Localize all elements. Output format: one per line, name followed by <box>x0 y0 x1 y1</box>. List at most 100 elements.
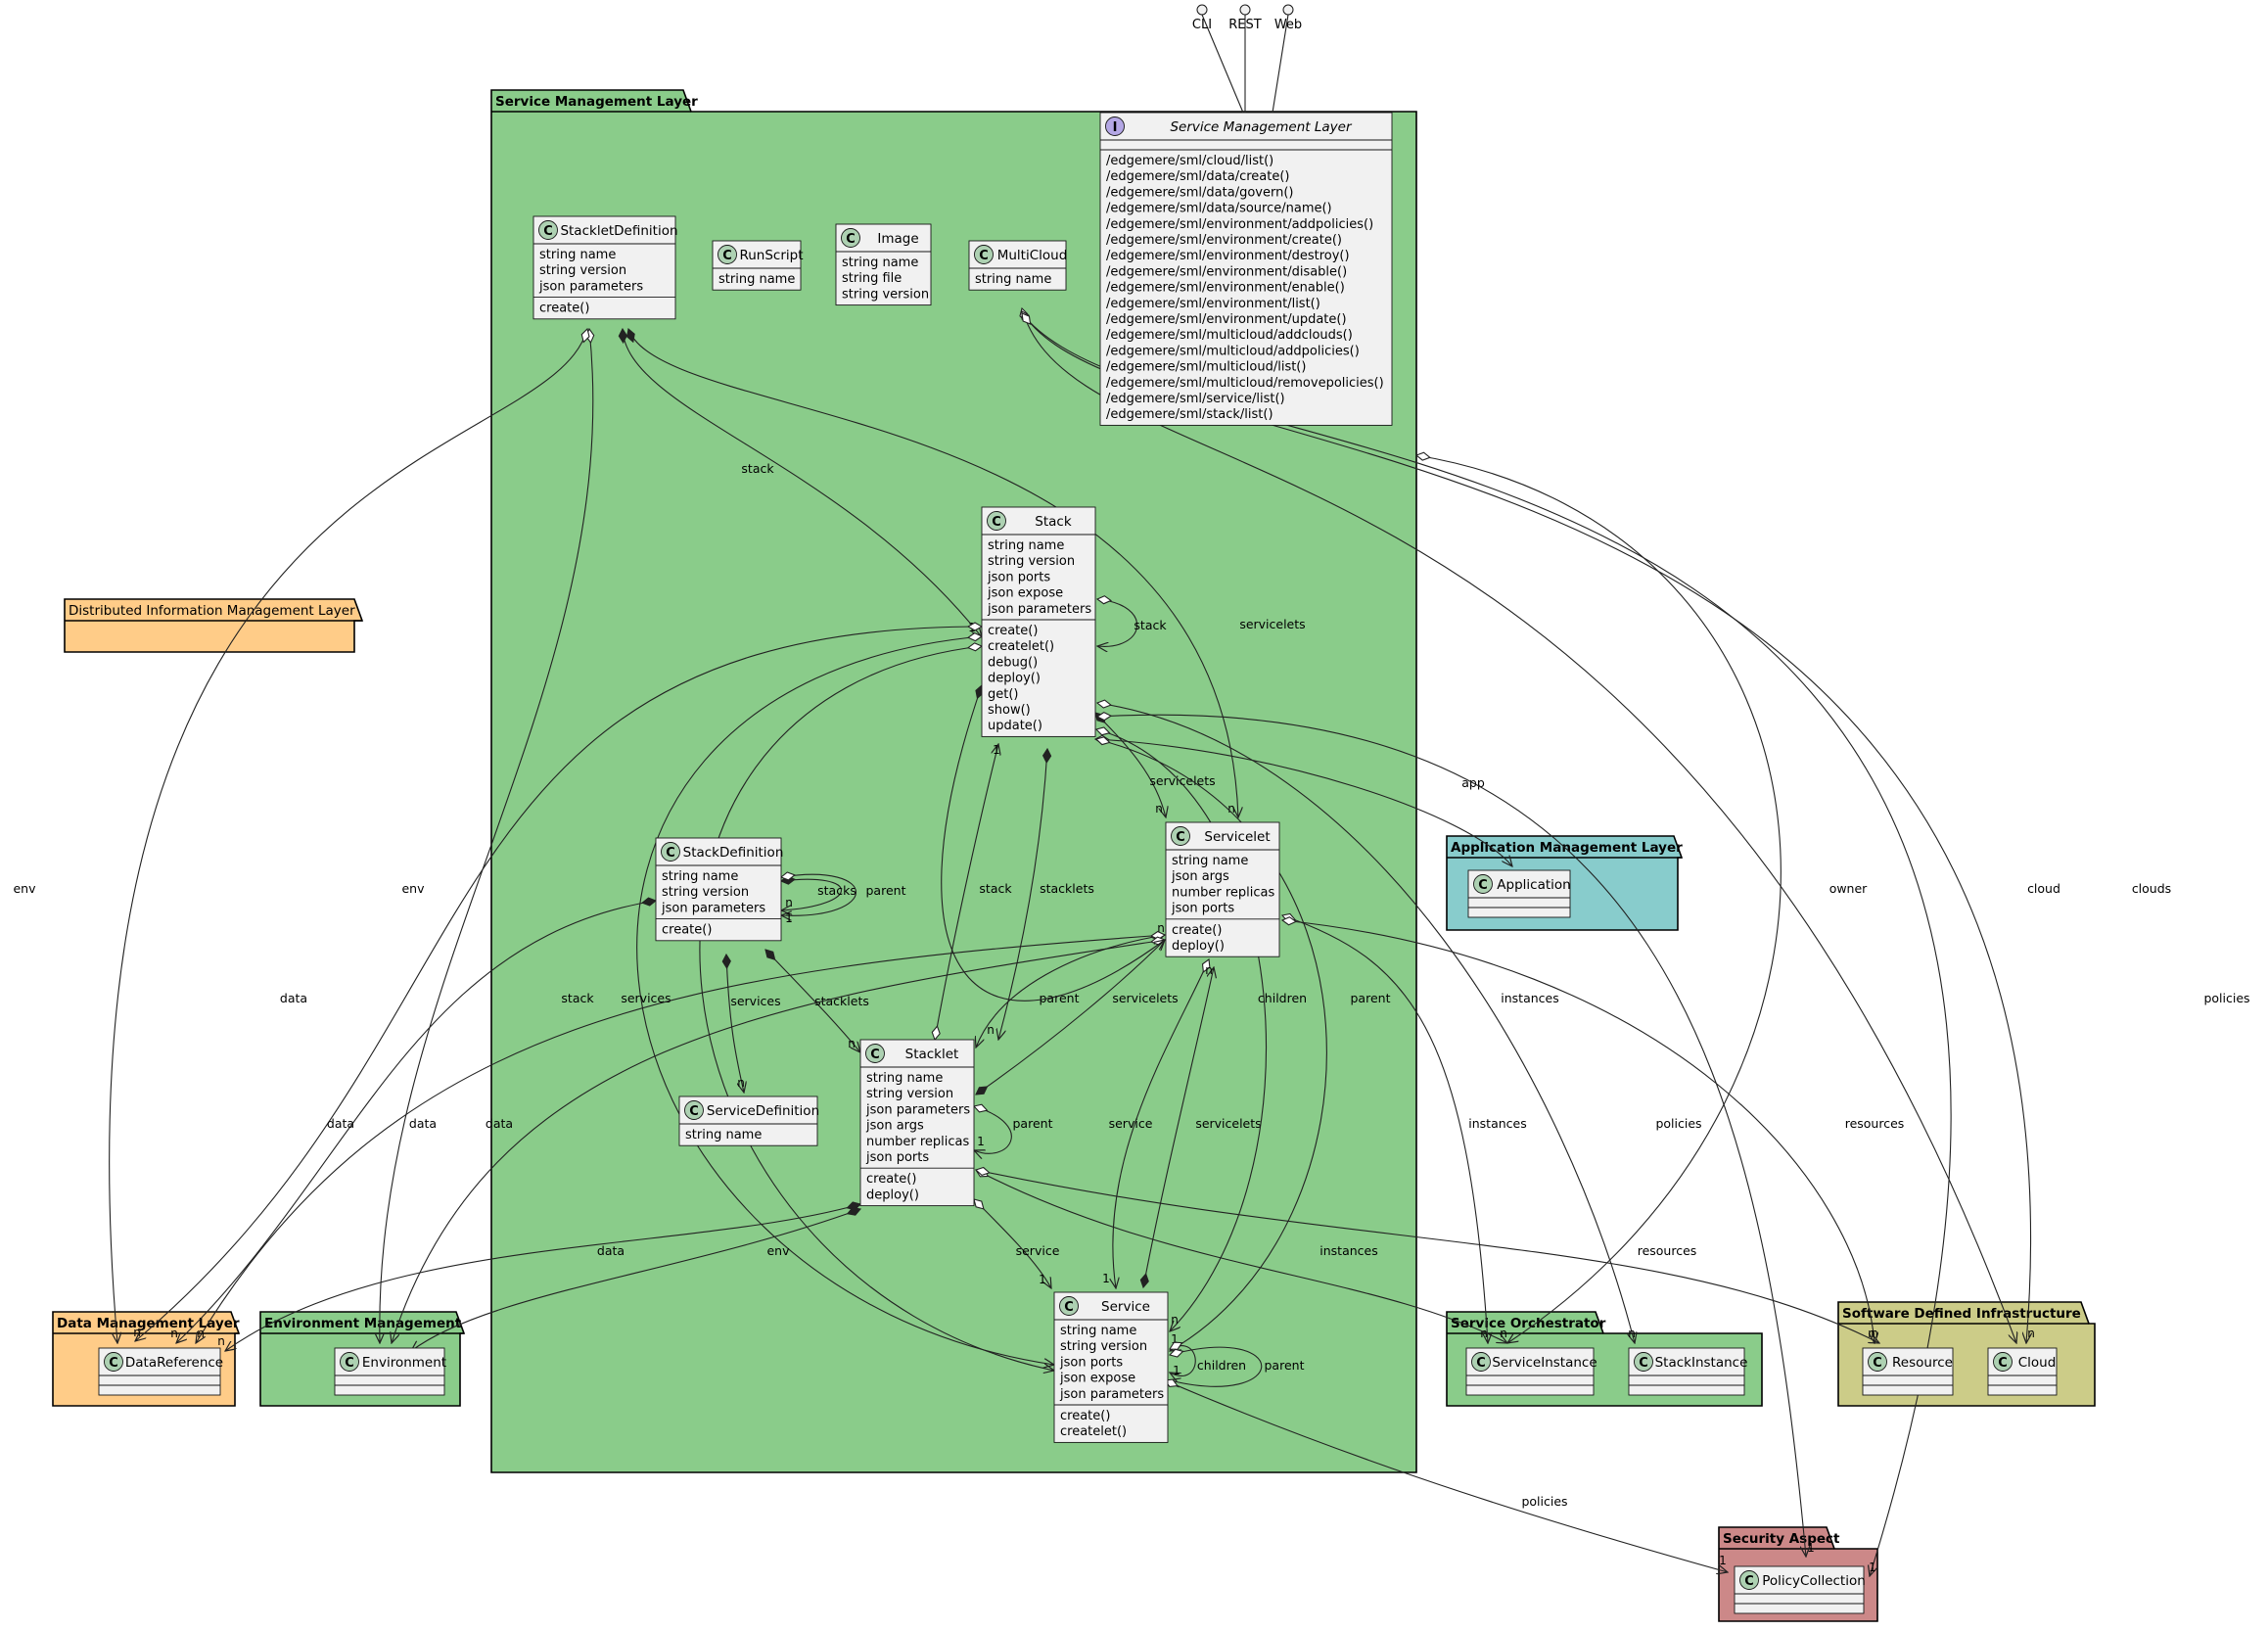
relation-line <box>941 685 1165 1002</box>
class-box <box>981 506 1096 737</box>
class-name: ServiceInstance <box>1492 1355 1597 1371</box>
class-method: create() <box>988 624 1038 638</box>
class-method: /edgemere/sml/service/list() <box>1106 392 1285 406</box>
interface-cli[interactable]: CLI <box>1192 4 1244 114</box>
class-method: get() <box>988 687 1019 702</box>
class-letter-icon: C <box>689 1104 699 1119</box>
class-method: create() <box>539 302 589 316</box>
class-letter-icon: C <box>992 515 1001 530</box>
class-letter-icon: C <box>1639 1356 1648 1371</box>
class-attribute: json parameters <box>1059 1387 1164 1402</box>
relation-label: parent <box>866 883 906 898</box>
class-method: /edgemere/sml/environment/disable() <box>1106 264 1347 279</box>
class-attribute: string name <box>662 869 738 884</box>
class-method: /edgemere/sml/data/create() <box>1106 169 1289 184</box>
class-method: /edgemere/sml/stack/list() <box>1106 407 1273 422</box>
relation-label: parent <box>1013 1116 1053 1131</box>
relation-label: data <box>409 1116 437 1131</box>
class-method: create() <box>662 923 712 938</box>
interface-rest[interactable]: REST <box>1228 4 1262 113</box>
relation-label: data <box>327 1116 354 1131</box>
relation-label: data <box>597 1243 625 1258</box>
class-name: Servicelet <box>1204 829 1270 845</box>
class-application[interactable]: C Application <box>1467 869 1571 918</box>
class-attribute: json parameters <box>661 901 765 915</box>
relation-label: data <box>486 1116 513 1131</box>
class-stackinstance[interactable]: C StackInstance <box>1628 1347 1748 1396</box>
class-attribute: json args <box>865 1119 924 1134</box>
package-title: Environment Management <box>264 1316 462 1331</box>
relation-label: resources <box>1638 1243 1697 1258</box>
relation-label: service <box>1109 1116 1153 1131</box>
class-method: /edgemere/sml/environment/destroy() <box>1106 249 1350 263</box>
relation-label: env <box>13 881 36 896</box>
class-method: show() <box>988 703 1031 718</box>
class-attribute: string name <box>685 1128 762 1142</box>
class-letter-icon: C <box>345 1356 354 1371</box>
relation-multiplicity: n <box>170 1327 178 1340</box>
relation-multiplicity: n <box>2027 1327 2035 1340</box>
relation-label: cloud <box>2027 881 2060 896</box>
class-attribute: string name <box>866 1071 943 1086</box>
class-letter-icon: C <box>1478 878 1488 893</box>
class-letter-icon: C <box>1744 1574 1754 1589</box>
class-attribute: string file <box>842 271 902 286</box>
relation-label: resources <box>1845 1116 1905 1131</box>
relation-label: policies <box>1655 1116 1701 1131</box>
relation-label: parent <box>1351 991 1391 1005</box>
class-attribute: string version <box>866 1087 953 1101</box>
relation-multiplicity: n <box>848 1037 856 1050</box>
class-letter-icon: C <box>1064 1300 1074 1315</box>
relation-multiplicity: n <box>1500 1327 1507 1340</box>
relation-label: servicelets <box>1112 991 1178 1005</box>
class-icon <box>1473 874 1493 894</box>
class-box <box>1099 112 1393 426</box>
class-method: /edgemere/sml/environment/list() <box>1106 297 1320 311</box>
class-attribute: string version <box>662 885 749 900</box>
interface-icon <box>1105 116 1125 136</box>
relation-multiplicity: n <box>133 1326 141 1339</box>
relation-label: servicelets <box>1195 1116 1261 1131</box>
class-attribute: json parameters <box>987 602 1091 617</box>
class-attribute: json ports <box>1059 1355 1123 1370</box>
class-icon <box>1471 1352 1491 1372</box>
class-method: deploy() <box>988 672 1041 686</box>
class-attribute: string name <box>988 538 1064 553</box>
class-attribute: string version <box>988 554 1075 569</box>
relation-label: instances <box>1319 1243 1377 1258</box>
class-method: deploy() <box>1172 939 1225 954</box>
relation-multiplicity: n <box>1227 802 1235 816</box>
package-title: Software Defined Infrastructure <box>1842 1306 2081 1322</box>
interface-web[interactable]: Web <box>1272 4 1302 114</box>
interface-connector <box>1201 14 1244 114</box>
class-name: StackInstance <box>1655 1355 1748 1371</box>
class-name: StackletDefinition <box>560 223 677 239</box>
class-letter-icon: C <box>1176 830 1185 845</box>
package-title: Application Management Layer <box>1451 840 1683 856</box>
class-attribute: number replicas <box>1172 885 1275 900</box>
interface-connector <box>1272 14 1289 114</box>
class-name: Application <box>1497 877 1570 893</box>
relation-label: instances <box>1468 1116 1526 1131</box>
relation-label: clouds <box>2132 881 2171 896</box>
class-letter-icon: C <box>722 249 732 263</box>
relation-label: stacklets <box>1040 881 1094 896</box>
